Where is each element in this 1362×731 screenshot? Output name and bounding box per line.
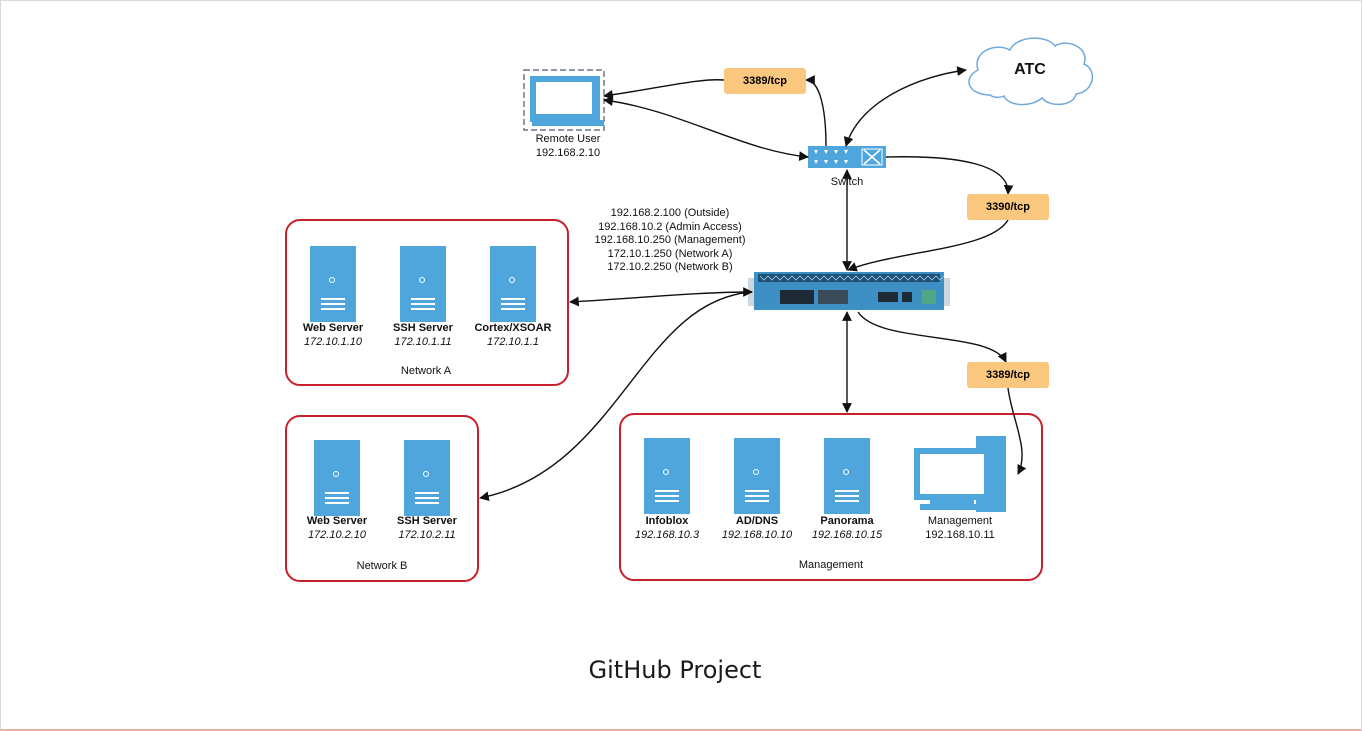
- server-ip: 172.10.2.11: [398, 529, 456, 541]
- server-icon: [314, 440, 360, 516]
- link-remote-port: [603, 79, 725, 100]
- link-switch-port3390: [885, 156, 1014, 195]
- link-firewall-network-b: [479, 291, 753, 502]
- switch-icon: [808, 146, 886, 168]
- firewall-icon: [748, 272, 950, 310]
- page-title: GitHub Project: [588, 656, 762, 684]
- server-name: Web Server: [306, 515, 368, 527]
- server-ip: 172.10.1.10: [303, 336, 363, 348]
- server-name: AD/DNS: [735, 515, 779, 527]
- server-name: Web Server: [302, 322, 364, 334]
- server-name: SSH Server: [393, 322, 453, 334]
- server-ip: 172.10.1.11: [394, 336, 452, 348]
- server-name: SSH Server: [397, 515, 457, 527]
- firewall-ip: 172.10.1.250 (Network A): [607, 247, 733, 260]
- server-icon: [644, 438, 690, 514]
- port-badge-atc: 3390/tcp: [967, 194, 1049, 220]
- link-remote-switch: [603, 96, 809, 161]
- firewall-ip: 192.168.2.100 (Outside): [610, 207, 730, 219]
- server-icon: [400, 246, 446, 322]
- management-box: [619, 413, 1043, 581]
- link-firewall-port3389: [857, 311, 1007, 363]
- server-ip: 172.10.1.1: [487, 336, 539, 348]
- link-port-switch: [805, 75, 827, 147]
- firewall-ip: 172.10.2.250 (Network B): [607, 261, 733, 273]
- server-ip: 192.168.10.10: [721, 529, 793, 541]
- workstation-name: Management: [927, 515, 993, 527]
- remote-user-ip: 192.168.2.10: [535, 147, 601, 159]
- atc-cloud-icon: [968, 37, 1094, 106]
- server-ip: 192.168.10.3: [634, 529, 700, 541]
- link-firewall-network-a: [569, 287, 753, 307]
- link-port3389-workstation: [1007, 387, 1027, 475]
- firewall-ip: 192.168.10.250 (Management): [594, 234, 746, 246]
- server-icon: [490, 246, 536, 322]
- port-badge-management: 3389/tcp: [967, 362, 1049, 388]
- network-b-box: [285, 415, 479, 582]
- link-port3390-firewall: [847, 219, 1009, 272]
- server-name: Cortex/XSOAR: [474, 322, 552, 334]
- network-a-box: [285, 219, 569, 386]
- switch-label: Switch: [830, 176, 864, 188]
- workstation-ip: 192.168.10.11: [925, 529, 995, 541]
- remote-user-laptop-icon: [523, 69, 605, 131]
- network-a-label: Network A: [400, 365, 452, 377]
- server-icon: [734, 438, 780, 514]
- server-icon: [310, 246, 356, 322]
- management-workstation-icon: [914, 436, 1006, 512]
- firewall-ip-list: 192.168.2.100 (Outside) 192.168.10.2 (Ad…: [580, 207, 760, 275]
- remote-user-name: Remote User: [535, 133, 601, 145]
- atc-label: ATC: [1014, 61, 1046, 78]
- server-ip: 192.168.10.15: [811, 529, 883, 541]
- port-badge-remote: 3389/tcp: [724, 68, 806, 94]
- management-label: Management: [798, 559, 864, 571]
- firewall-ip: 192.168.10.2 (Admin Access): [598, 220, 742, 233]
- server-icon: [824, 438, 870, 514]
- network-b-label: Network B: [356, 560, 408, 572]
- server-icon: [404, 440, 450, 516]
- server-name: Infoblox: [645, 515, 689, 527]
- server-name: Panorama: [820, 515, 874, 527]
- link-switch-atc: [843, 66, 967, 147]
- server-ip: 172.10.2.10: [307, 529, 367, 541]
